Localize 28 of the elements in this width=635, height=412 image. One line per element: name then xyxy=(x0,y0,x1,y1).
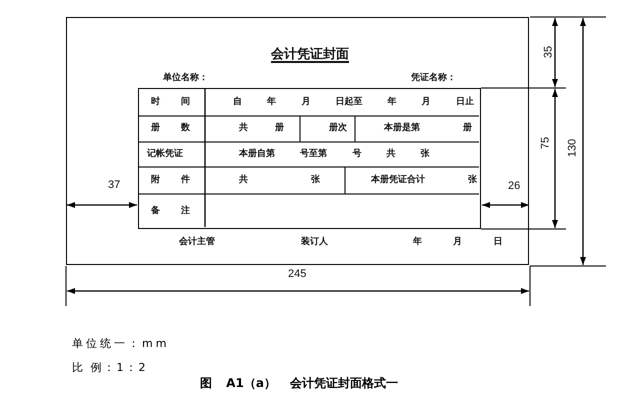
cover-frame xyxy=(66,17,529,265)
dimension-value: 26 xyxy=(508,181,520,192)
row-header: 册 数 xyxy=(151,124,190,133)
row-header: 时 间 xyxy=(151,98,190,107)
row-header: 附 件 xyxy=(151,176,190,185)
cell-text: 自 年 月 日起至 年 月 日止 xyxy=(233,98,474,107)
dimension-value: 130 xyxy=(568,138,578,158)
cell-text: 本册自第 号至第 号 共 张 xyxy=(239,150,430,159)
row-header: 记帐凭证 xyxy=(147,150,183,159)
note-text: 比 例：1：2 xyxy=(72,362,148,373)
row-header: 备 注 xyxy=(151,207,190,216)
field-label: 凭证名称： xyxy=(411,74,456,83)
date-label: 年 月 日 xyxy=(413,238,502,247)
cell-text: 册次 xyxy=(329,124,347,133)
dimension-value: 245 xyxy=(288,269,306,280)
cell-text: 本册是第 册 xyxy=(384,124,472,133)
signature-label: 会计主管 xyxy=(179,238,215,247)
cell-text: 本册凭证合计 张 xyxy=(371,176,478,185)
form-title: 会计凭证封面 xyxy=(270,48,349,61)
cell-text: 共 册 xyxy=(239,124,284,133)
dimension-value: 37 xyxy=(108,180,120,191)
dimension-value: 35 xyxy=(544,46,554,58)
dimension-value: 75 xyxy=(540,136,552,150)
field-label: 单位名称： xyxy=(163,74,208,83)
signature-label: 装订人 xyxy=(301,238,328,247)
figure-caption: 图 A1（a） 会计凭证封面格式一 xyxy=(200,377,398,389)
note-text: 单位统一：mm xyxy=(72,338,170,349)
cell-text: 共 张 xyxy=(239,176,320,185)
